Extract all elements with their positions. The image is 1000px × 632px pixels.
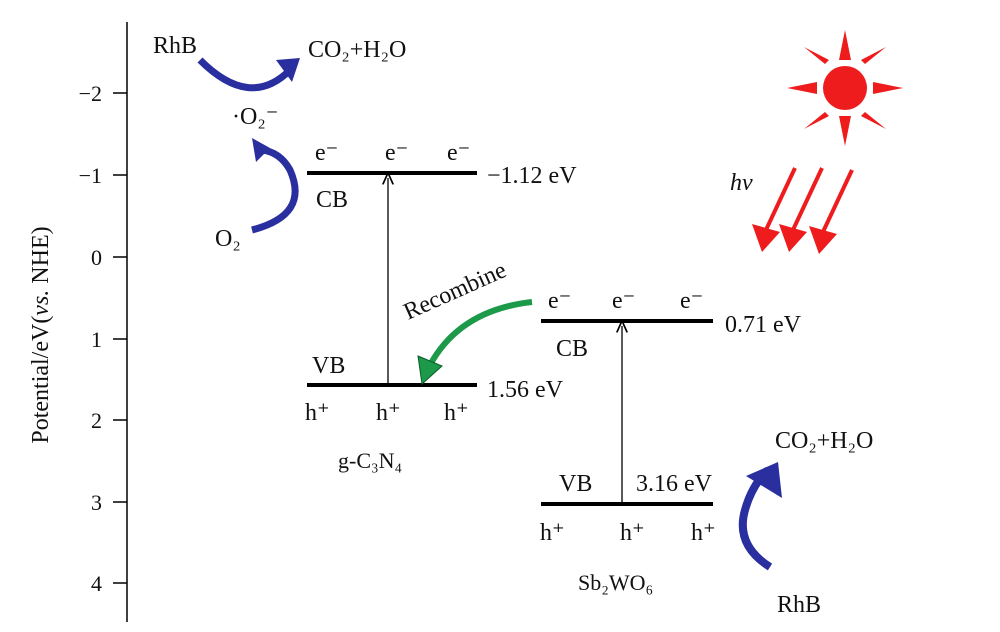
sun-icon	[787, 30, 903, 146]
vb-label: VB	[312, 353, 345, 379]
hole: h⁺	[444, 400, 469, 426]
tick-label: 4	[91, 571, 102, 596]
tick-label: 2	[91, 408, 102, 433]
hole: h⁺	[691, 520, 716, 546]
electron: e⁻	[447, 140, 470, 166]
vb-value: 1.56 eV	[487, 377, 564, 403]
hv-label: hv	[730, 170, 753, 196]
degradation-arrow	[197, 57, 293, 92]
electron: e⁻	[548, 288, 571, 314]
arrow-head	[746, 462, 782, 498]
tick-label: 3	[91, 490, 102, 515]
cb-label: CB	[316, 187, 348, 213]
y-axis: −2 −1 0 1 2 3 4 Potential/eV(vs. NHE)	[28, 22, 128, 622]
arrow-head	[276, 58, 300, 82]
cb-label: CB	[556, 336, 588, 362]
reactions: RhB CO₂+H₂O ·O₂⁻ O₂ CO₂+H₂O RhB Recombin…	[153, 33, 873, 618]
rhb-label: RhB	[777, 592, 821, 618]
recombine-arrow	[427, 299, 533, 367]
vb-value: 3.16 eV	[636, 471, 713, 497]
electron: e⁻	[680, 288, 703, 314]
y-axis-label: Potential/eV(vs. NHE)	[28, 226, 54, 443]
reduction-arrow	[251, 146, 299, 234]
arrow-head	[417, 355, 443, 385]
o2-label: O₂	[215, 226, 241, 252]
light-arrows	[752, 167, 854, 254]
hole: h⁺	[305, 400, 330, 426]
sb2wo6-bands: e⁻ e⁻ e⁻ CB 0.71 eV VB 3.16 eV h⁺ h⁺ h⁺ …	[540, 288, 802, 595]
electron: e⁻	[385, 140, 408, 166]
cb-value: −1.12 eV	[487, 163, 577, 189]
cb-value: 0.71 eV	[725, 312, 802, 338]
material-label: Sb₂WO₆	[578, 570, 653, 595]
material-label: g-C₃N₄	[338, 448, 402, 473]
g-c3n4-bands: e⁻ e⁻ e⁻ CB −1.12 eV VB 1.56 eV h⁺ h⁺ h⁺…	[305, 140, 577, 473]
hole: h⁺	[540, 520, 565, 546]
tick-label: −1	[79, 163, 102, 188]
hole: h⁺	[376, 400, 401, 426]
electron: e⁻	[612, 288, 635, 314]
tick-label: 0	[91, 245, 102, 270]
rhb-label: RhB	[153, 33, 197, 59]
recombine-label: Recombine	[400, 257, 510, 325]
superoxide-label: ·O₂⁻	[232, 104, 278, 130]
tick-label: 1	[91, 327, 102, 352]
arrow-head	[252, 138, 270, 162]
products-label: CO₂+H₂O	[308, 37, 406, 63]
vb-label: VB	[559, 471, 592, 497]
hole: h⁺	[620, 520, 645, 546]
tick-label: −2	[79, 81, 102, 106]
products-label: CO₂+H₂O	[775, 428, 873, 454]
electron: e⁻	[315, 140, 338, 166]
